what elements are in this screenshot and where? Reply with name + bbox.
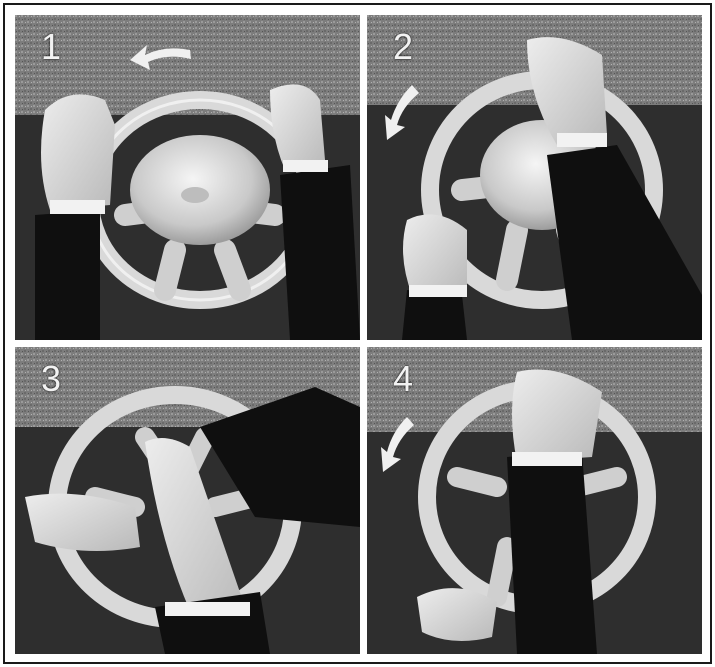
step-panel-4: 4 — [367, 347, 702, 654]
left-hand — [402, 214, 467, 340]
step-panel-2: 2 — [367, 15, 702, 340]
step-panel-3: 3 — [15, 347, 360, 654]
step-number: 1 — [41, 29, 61, 65]
step-panel-1: 1 — [15, 15, 360, 340]
step-number: 3 — [41, 361, 61, 397]
step-number: 4 — [393, 361, 413, 397]
step-number: 2 — [393, 29, 413, 65]
left-hand — [417, 588, 497, 641]
steering-technique-figure: 1 2 — [3, 3, 712, 664]
